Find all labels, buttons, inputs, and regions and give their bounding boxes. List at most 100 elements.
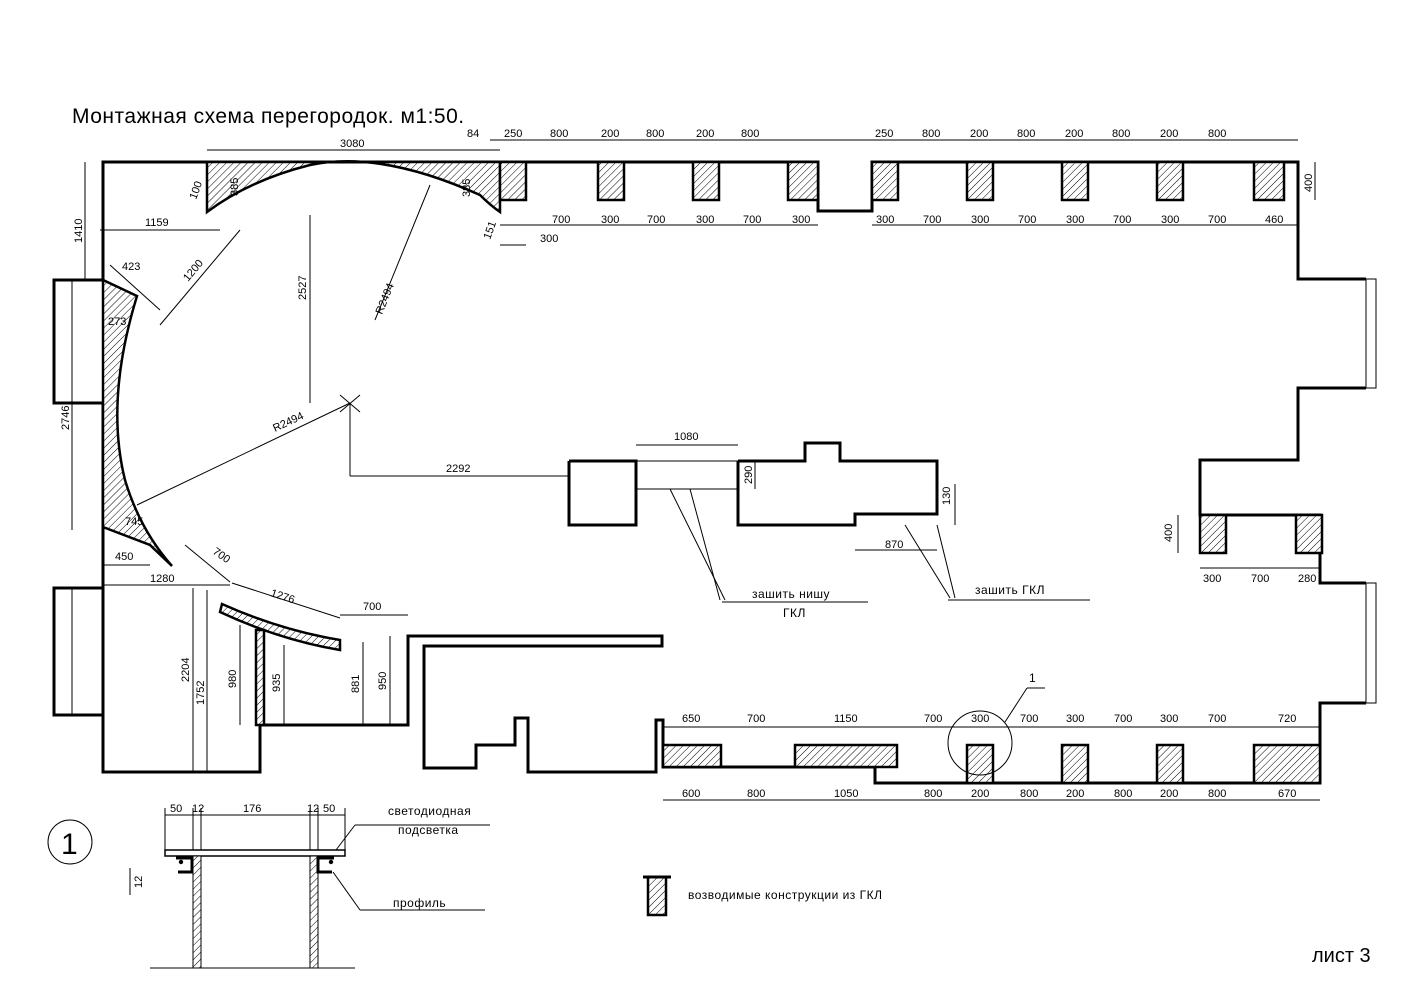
dim-label: 800 [550,128,568,140]
dim-label: 300 [971,713,989,725]
dim-label: 1150 [834,713,858,725]
dim-label: 700 [210,546,232,566]
dim-label: 2527 [297,276,309,300]
dim-label: 700 [552,214,570,226]
dim-label: 1159 [145,217,169,229]
dim-label: 881 [350,675,362,693]
dim-label: 200 [696,128,714,140]
dim-label: R2494 [271,410,305,435]
note-led-line1: светодиодная [388,804,471,818]
note-profile: профиль [393,896,446,910]
dim-label: 700 [747,713,765,725]
dim-label: 450 [115,551,133,563]
dim-label: 700 [363,601,381,613]
dim-label: 300 [540,233,558,245]
dim-label: 700 [1208,214,1226,226]
dim-label: 300 [792,214,810,226]
dim-label: 250 [875,128,893,140]
dim-label: 800 [747,788,765,800]
legend: возводимые конструкции из ГКЛ [643,875,883,917]
note-niche-line1: зашить нишу [752,587,830,601]
dim-label: 200 [970,128,988,140]
dim-label: 12 [133,876,145,888]
dim-label: 300 [696,214,714,226]
dim-label: 84 [467,128,479,140]
dim-label: 3080 [340,138,364,150]
drawing-title: Монтажная схема перегородок. м1:50. [72,105,465,128]
dim-label: 50 [170,803,182,815]
dim-label: 290 [743,466,755,484]
dim-label: 700 [923,214,941,226]
dim-label: 800 [1020,788,1038,800]
dim-label: 385 [461,179,473,197]
callout-ref: 1 [1029,671,1036,685]
dim-label: 400 [1163,524,1175,542]
dim-label: 700 [743,214,761,226]
gkl-constructions [101,160,1324,785]
dim-label: 2292 [446,463,470,475]
dim-label: 423 [122,261,140,273]
dim-label: 700 [1208,713,1226,725]
dim-label: 200 [1160,128,1178,140]
dim-label: 200 [601,128,619,140]
dim-label: 800 [1017,128,1035,140]
dim-label: 650 [682,713,700,725]
dim-label: 1276 [269,587,296,606]
dim-label: 385 [229,178,241,196]
dim-label: 1200 [181,257,206,283]
dim-label: 670 [1278,788,1296,800]
dim-label: 176 [243,803,261,815]
note-led-line2: подсветка [398,823,459,837]
dim-label: 300 [1066,214,1084,226]
annotations: зашить нишу ГКЛ зашить ГКЛ 1 [752,583,1044,685]
dim-label: 460 [1265,214,1283,226]
dim-label: 12 [307,803,319,815]
dim-label: 1280 [150,573,174,585]
dim-label: 870 [885,539,903,551]
dim-label: 2746 [60,406,72,430]
dim-label: 700 [1020,713,1038,725]
dim-label: R2494 [374,282,397,317]
dim-label: 280 [1298,573,1316,585]
dim-label: 700 [924,713,942,725]
legend-swatch [646,875,668,917]
dim-label: 1752 [195,681,207,705]
dim-label: 100 [188,180,206,201]
dim-label: 273 [108,316,126,328]
dim-label: 300 [876,214,894,226]
dim-label: 151 [482,220,500,241]
dim-label: 200 [971,788,989,800]
dim-label: 300 [1160,713,1178,725]
dim-label: 130 [941,487,953,505]
dim-label: 800 [1208,128,1226,140]
dim-label: 1080 [674,431,698,443]
dim-label: 200 [1065,128,1083,140]
dimension-lines [71,139,1320,801]
legend-text: возводимые конструкции из ГКЛ [688,888,883,902]
dim-label: 50 [323,803,335,815]
dim-label: 2204 [180,658,192,682]
dim-label: 300 [1066,713,1084,725]
dim-label: 800 [1112,128,1130,140]
dimension-labels: 3080 84 250 800 200 800 200 800 250 800 … [60,128,1316,800]
dim-label: 800 [741,128,759,140]
central-island [567,441,939,527]
dim-label: 300 [971,214,989,226]
dim-label: 720 [1278,713,1296,725]
dim-label: 600 [682,788,700,800]
dim-label: 300 [1161,214,1179,226]
dim-label: 700 [1251,573,1269,585]
dim-label: 12 [192,803,204,815]
dim-label: 400 [1303,174,1315,192]
dim-label: 700 [1114,713,1132,725]
dim-label: 250 [504,128,522,140]
dim-label: 980 [227,670,239,688]
dim-label: 1050 [834,788,858,800]
dim-label: 700 [1113,214,1131,226]
detail-section: 1 50 12 176 12 50 12 светодиодная подсве… [47,803,490,969]
dim-label: 800 [646,128,664,140]
dim-label: 300 [1203,573,1221,585]
dim-label: 200 [1066,788,1084,800]
dim-label: 745 [125,516,143,528]
